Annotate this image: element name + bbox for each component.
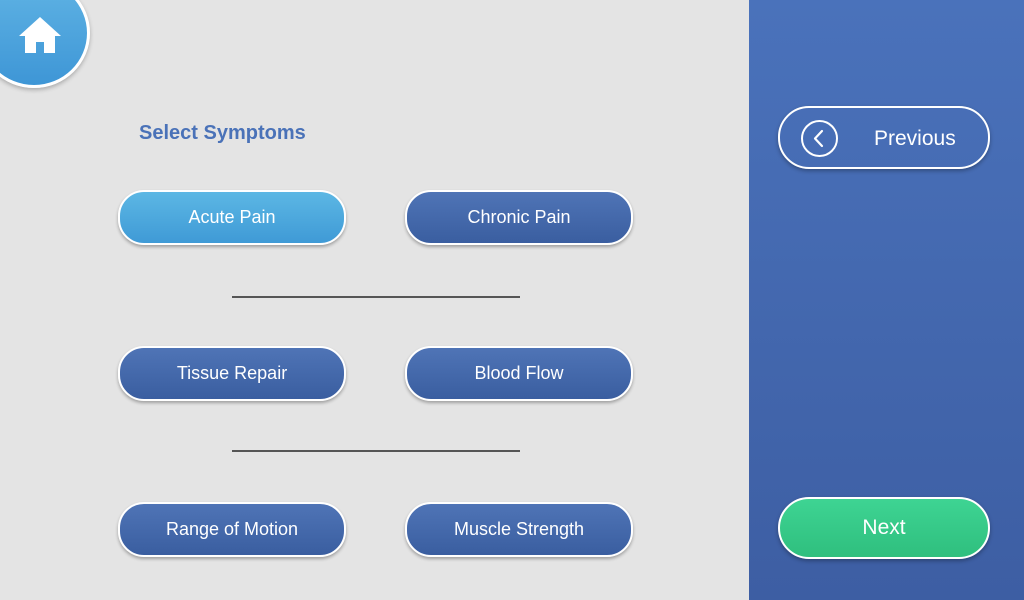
home-button[interactable] [0, 0, 90, 88]
symptom-button-blood-flow[interactable]: Blood Flow [405, 346, 633, 401]
symptom-button-chronic-pain[interactable]: Chronic Pain [405, 190, 633, 245]
previous-label: Previous [874, 127, 956, 150]
home-icon [19, 17, 61, 53]
symptom-button-acute-pain[interactable]: Acute Pain [118, 190, 346, 245]
previous-button[interactable]: Previous [778, 106, 990, 169]
side-panel: Previous Next [749, 0, 1024, 600]
symptom-button-muscle-strength[interactable]: Muscle Strength [405, 502, 633, 557]
next-button[interactable]: Next [778, 497, 990, 559]
divider [232, 450, 520, 452]
divider [232, 296, 520, 298]
symptom-button-tissue-repair[interactable]: Tissue Repair [118, 346, 346, 401]
symptom-button-range-of-motion[interactable]: Range of Motion [118, 502, 346, 557]
page-title: Select Symptoms [139, 122, 306, 144]
chevron-left-icon [801, 120, 838, 157]
